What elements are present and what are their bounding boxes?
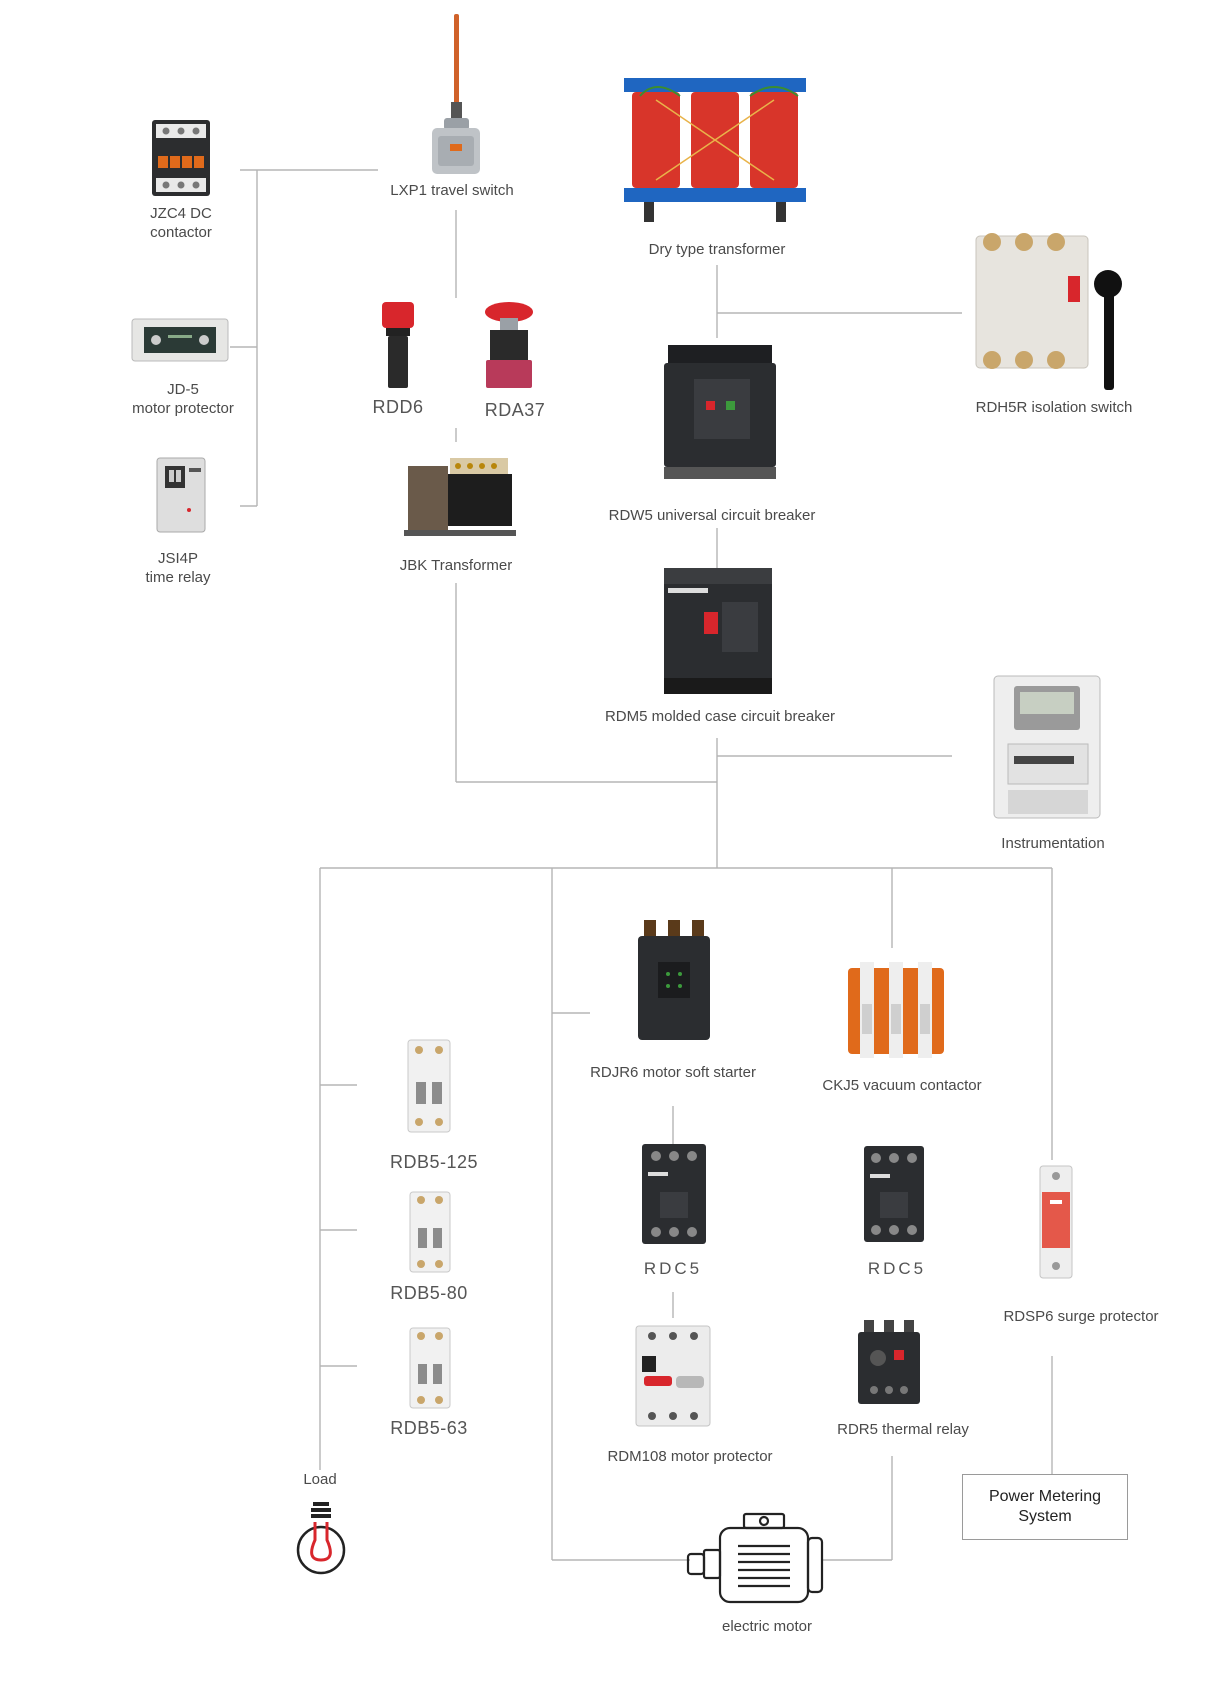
light-bulb-icon [294,1500,348,1578]
indicator-light-icon [378,300,418,392]
rdc5-left-label: RDC5 [644,1259,702,1278]
energy-meter-icon [990,672,1104,822]
electric-motor-icon [686,1510,826,1612]
push-button-icon [480,300,538,392]
molded-case-breaker-icon [660,566,776,696]
power-metering-line2: System [1018,1507,1071,1527]
rdd6-label: RDD6 [372,398,423,417]
vacuum-contactor-icon [844,958,948,1066]
ckj5-label: CKJ5 vacuum contactor [822,1076,981,1095]
rdr5-label: RDR5 thermal relay [837,1420,969,1439]
motor-protector-rdm108-icon [632,1322,714,1430]
mcb-rdb5-125-icon [404,1038,454,1134]
travel-switch-icon [424,10,488,175]
load-label: Load [303,1470,336,1489]
rda37-label: RDA37 [485,401,546,420]
rdb5-63-label: RDB5-63 [390,1419,468,1438]
isolation-switch-icon [970,228,1134,394]
rdh5r-label: RDH5R isolation switch [976,398,1133,417]
time-relay-icon [155,456,207,534]
universal-breaker-icon [660,343,780,483]
mcb-rdb5-80-icon [406,1190,454,1274]
jzc4-contactor-icon [148,118,214,198]
power-metering-system-box: Power Metering System [962,1474,1128,1540]
rdsp6-label: RDSP6 surge protector [1003,1307,1158,1326]
jbk-label: JBK Transformer [400,556,513,575]
rdw5-label: RDW5 universal circuit breaker [609,506,816,525]
instrumentation-label: Instrumentation [1001,834,1104,853]
rdc5-right-label: RDC5 [868,1259,926,1278]
rdm108-label: RDM108 motor protector [607,1447,772,1466]
mcb-rdb5-63-icon [406,1326,454,1410]
rdjr6-label: RDJR6 motor soft starter [590,1063,756,1082]
rdb5-125-label: RDB5-125 [390,1153,478,1172]
thermal-relay-icon [854,1318,924,1408]
jbk-transformer-icon [400,452,520,547]
soft-starter-icon [634,918,714,1044]
rdm5-label: RDM5 molded case circuit breaker [605,707,835,726]
power-metering-line1: Power Metering [989,1487,1101,1507]
contactor-rdc5-left-icon [638,1142,710,1246]
dry-transformer-icon [620,70,810,230]
surge-protector-icon [1036,1164,1076,1280]
electric-motor-label: electric motor [722,1617,812,1636]
motor-protector-jd5-icon [130,315,230,365]
rdb5-80-label: RDB5-80 [390,1284,468,1303]
contactor-rdc5-right-icon [860,1144,928,1244]
lxp1-label: LXP1 travel switch [390,181,513,200]
dry-transformer-label: Dry type transformer [649,240,786,259]
